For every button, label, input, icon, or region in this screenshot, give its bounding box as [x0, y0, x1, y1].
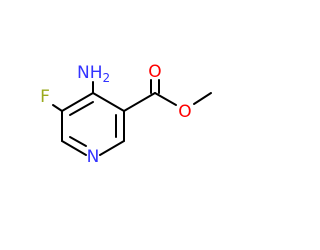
atom-n-ring: N: [87, 147, 100, 167]
atom-amino: NH2: [77, 63, 110, 85]
bond-c3-ccarbonyl: [123, 92, 156, 112]
bond-c5-f: [52, 104, 63, 112]
bond-c2-n: [99, 140, 125, 156]
bond-c5-c4-inner: [69, 101, 94, 116]
substituent-bonds: [52, 79, 212, 112]
ring-bonds: [61, 92, 125, 156]
bond-ccarbonyl-oester: [154, 92, 177, 106]
bond-oester-methyl: [193, 92, 212, 105]
atom-fluorine: F: [40, 87, 50, 107]
molecule-structure: N F NH2 O O: [40, 62, 212, 167]
bond-c4-c3: [92, 92, 125, 112]
amino-label: NH: [77, 63, 103, 83]
amino-subscript: 2: [103, 71, 111, 85]
bond-n-c6: [61, 140, 87, 156]
bond-c5-c4: [61, 92, 94, 112]
bond-n-c6-inner: [69, 136, 87, 147]
atom-labels: N F NH2 O O: [40, 62, 192, 167]
atom-ester-oxygen: O: [178, 102, 191, 122]
atom-carbonyl-oxygen: O: [148, 62, 161, 82]
